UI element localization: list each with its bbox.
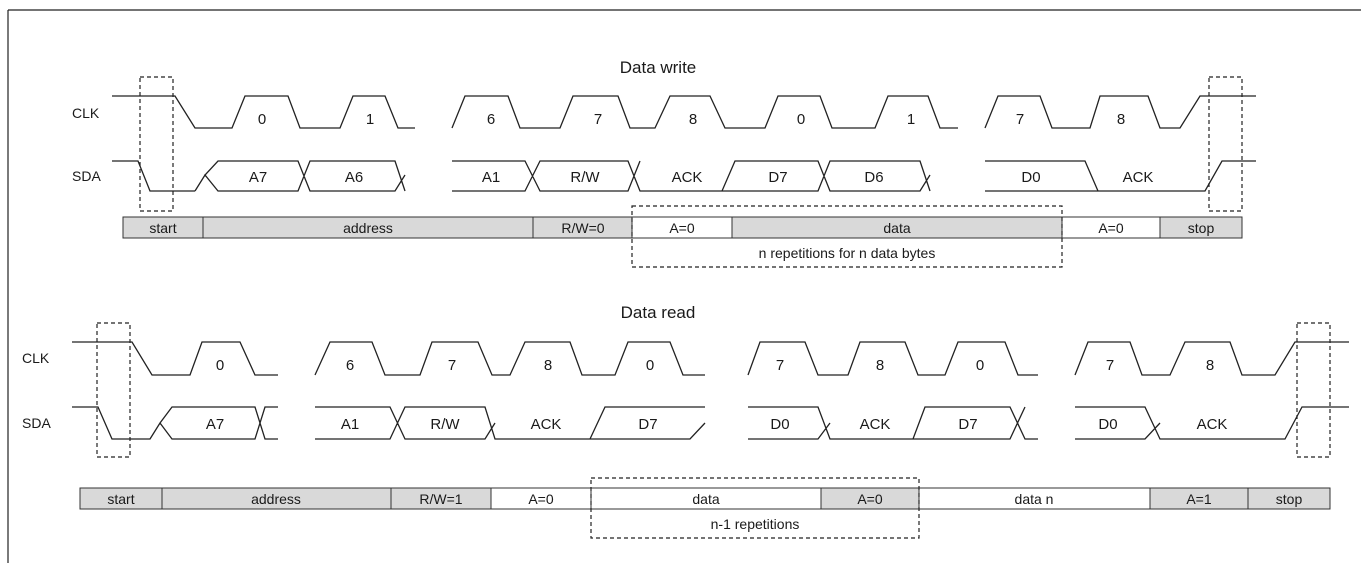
write-clk-number: 1 — [366, 111, 374, 128]
read-sda-label-cell: D0 — [1098, 416, 1117, 433]
read-bar-segment: A=0 — [490, 487, 592, 510]
write-clk-number: 0 — [797, 111, 805, 128]
read-bar-segment: R/W=1 — [390, 487, 492, 510]
read-sda-label-cell: ACK — [1197, 416, 1228, 433]
write-sda-label-cell: D7 — [768, 169, 787, 186]
read-clk-number: 7 — [1106, 357, 1114, 374]
read-clk-numbers: 0 6 7 8 0 7 8 0 7 8 — [216, 357, 1214, 374]
write-bar-segment: A=0 — [1061, 216, 1161, 239]
write-bar-segment: stop — [1159, 216, 1243, 239]
read-repeat-bracket — [590, 477, 920, 539]
write-bar-label: data — [883, 220, 910, 236]
read-clk-waveform — [72, 341, 1349, 376]
read-bar-label: A=1 — [1186, 491, 1212, 507]
read-clk-number: 7 — [776, 357, 784, 374]
read-bar-segment: start — [79, 487, 163, 510]
read-bar-label: A=0 — [857, 491, 883, 507]
write-sda-label-cell: ACK — [672, 169, 703, 186]
read-clk-label: CLK — [22, 350, 50, 366]
write-repeat-note: n repetitions for n data bytes — [759, 245, 936, 261]
read-repeat-note: n-1 repetitions — [711, 516, 800, 532]
write-sda-label-cell: A7 — [249, 169, 267, 186]
read-sda-label-cell: A7 — [206, 416, 224, 433]
write-bar-label: start — [149, 220, 176, 236]
write-bar-label: R/W=0 — [561, 220, 604, 236]
read-sda-label-cell: R/W — [430, 416, 460, 433]
read-bar-segment: data n — [918, 487, 1151, 510]
write-bar-label: A=0 — [1098, 220, 1124, 236]
read-sda-label-cell: D7 — [638, 416, 657, 433]
read-bar-segment: stop — [1247, 487, 1331, 510]
read-bar-segment: address — [161, 487, 392, 510]
read-clk-number: 7 — [448, 357, 456, 374]
write-clk-number: 0 — [258, 111, 266, 128]
write-bar-segment: address — [202, 216, 534, 239]
write-bar-segment: start — [122, 216, 204, 239]
read-sda-waveform — [72, 406, 1349, 440]
read-stop-highlight — [1296, 322, 1331, 458]
read-clk-number: 8 — [544, 357, 552, 374]
read-sda-labels: A7 A1 R/W ACK D7 D0 ACK D7 D0 ACK — [206, 416, 1228, 433]
write-sda-label-cell: D6 — [864, 169, 883, 186]
read-bar-label: R/W=1 — [419, 491, 462, 507]
write-clk-number: 7 — [1016, 111, 1024, 128]
read-bar-segment: A=0 — [820, 487, 920, 510]
write-clk-number: 1 — [907, 111, 915, 128]
read-clk-number: 0 — [216, 357, 224, 374]
read-frame-bar: start address R/W=1 A=0 data A=0 — [79, 487, 1331, 510]
write-clk-number: 6 — [487, 111, 495, 128]
read-bar-label: stop — [1276, 491, 1303, 507]
read-bar-label: A=0 — [528, 491, 554, 507]
read-clk-number: 6 — [346, 357, 354, 374]
write-bar-segment: A=0 — [631, 216, 733, 239]
write-clk-number: 8 — [689, 111, 697, 128]
read-start-highlight — [96, 322, 131, 458]
read-bar-segment: data — [590, 487, 822, 510]
read-clk-number: 0 — [976, 357, 984, 374]
read-sda-label-cell: D7 — [958, 416, 977, 433]
read-clk-number: 8 — [1206, 357, 1214, 374]
write-frame-bar: start address R/W=0 A=0 data A=0 — [122, 216, 1243, 239]
write-stop-highlight — [1208, 76, 1243, 212]
write-section: Data write CLK SDA 0 1 6 7 8 0 1 7 8 A7 … — [72, 58, 1256, 268]
write-clk-label: CLK — [72, 105, 100, 121]
write-sda-label: SDA — [72, 168, 101, 184]
read-sda-label: SDA — [22, 415, 51, 431]
write-clk-number: 7 — [594, 111, 602, 128]
write-clk-waveform — [112, 95, 1256, 129]
write-sda-label-cell: D0 — [1021, 169, 1040, 186]
write-bar-label: stop — [1188, 220, 1215, 236]
write-sda-label-cell: A6 — [345, 169, 363, 186]
read-sda-label-cell: D0 — [770, 416, 789, 433]
write-sda-labels: A7 A6 A1 R/W ACK D7 D6 D0 ACK — [249, 169, 1154, 186]
write-bar-segment: data — [731, 216, 1063, 239]
read-section: Data read CLK SDA 0 6 7 8 0 7 8 0 7 8 A7… — [22, 303, 1349, 539]
read-bar-label: data — [692, 491, 719, 507]
read-sda-label-cell: ACK — [531, 416, 562, 433]
read-bar-segment: A=1 — [1149, 487, 1249, 510]
write-repeat-bracket — [631, 205, 1063, 268]
write-start-highlight — [139, 76, 174, 212]
read-sda-label-cell: A1 — [341, 416, 359, 433]
write-clk-number: 8 — [1117, 111, 1125, 128]
write-title: Data write — [620, 58, 697, 77]
write-bar-label: A=0 — [669, 220, 695, 236]
read-clk-number: 0 — [646, 357, 654, 374]
read-bar-label: data n — [1015, 491, 1054, 507]
write-bar-label: address — [343, 220, 393, 236]
write-sda-label-cell: A1 — [482, 169, 500, 186]
read-bar-label: start — [107, 491, 134, 507]
write-bar-segment: R/W=0 — [532, 216, 633, 239]
write-clk-numbers: 0 1 6 7 8 0 1 7 8 — [258, 111, 1125, 128]
read-clk-number: 8 — [876, 357, 884, 374]
write-sda-label-cell: R/W — [570, 169, 600, 186]
read-bar-label: address — [251, 491, 301, 507]
read-sda-label-cell: ACK — [860, 416, 891, 433]
write-sda-label-cell: ACK — [1123, 169, 1154, 186]
read-title: Data read — [621, 303, 696, 322]
write-sda-waveform — [112, 160, 1256, 192]
